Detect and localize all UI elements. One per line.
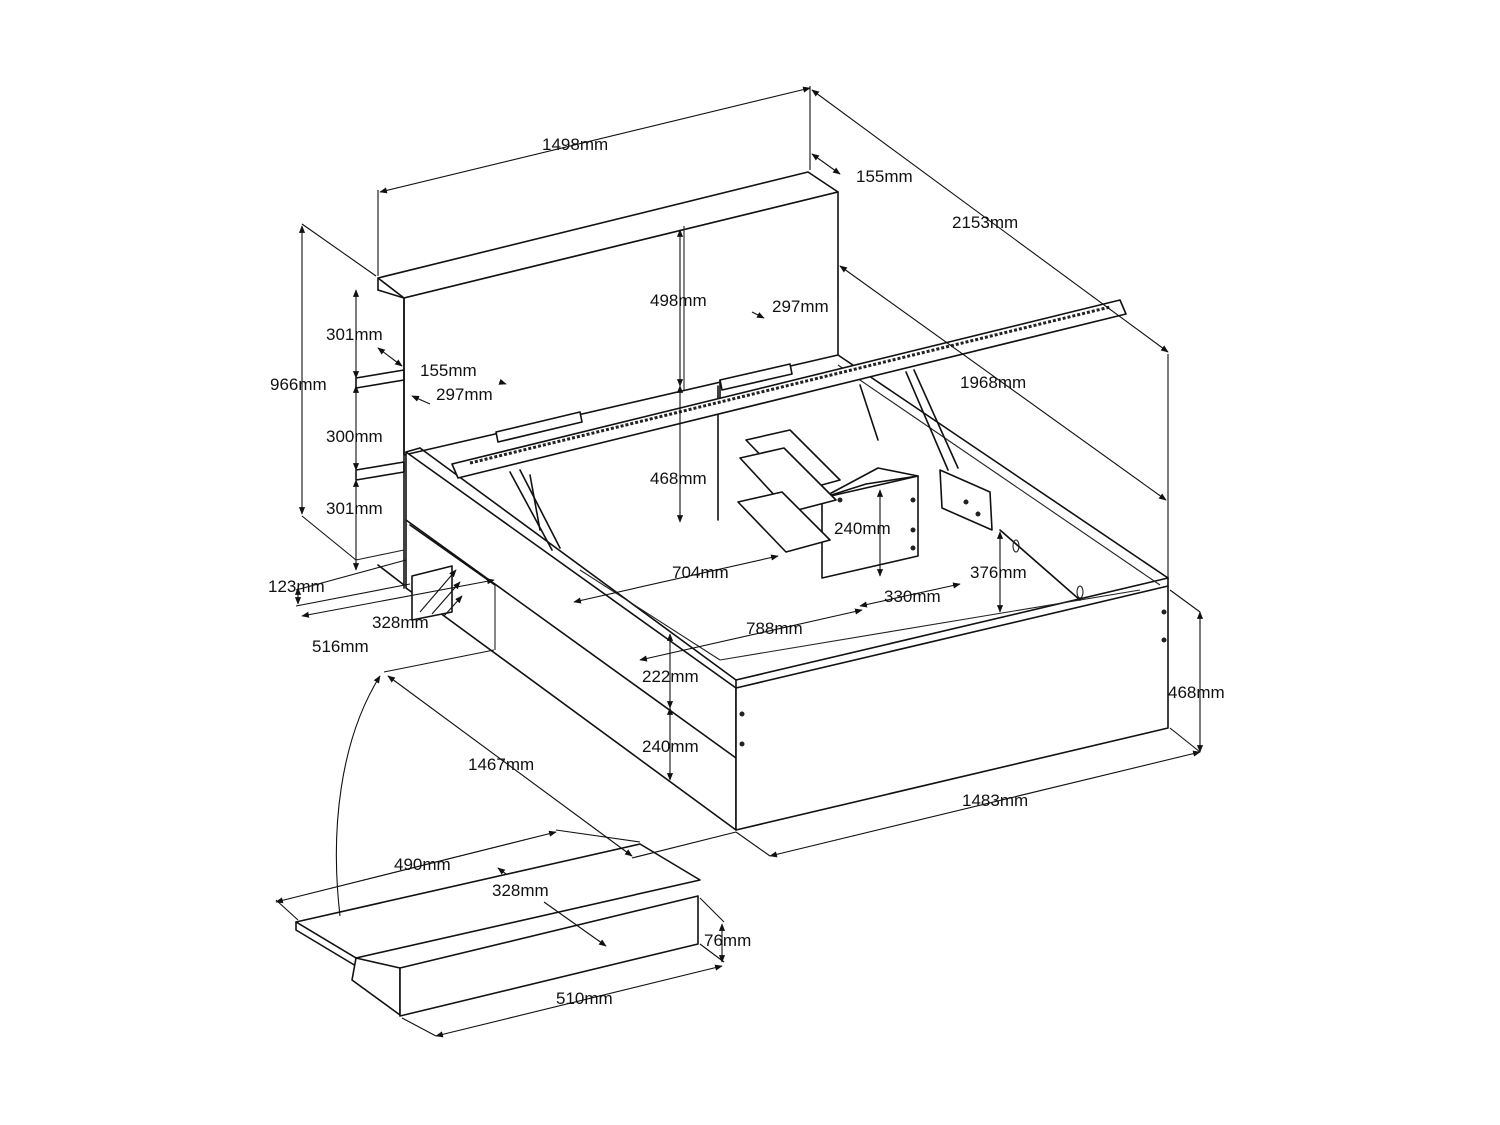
label-inner-height: 468mm bbox=[650, 469, 707, 488]
label-total-height: 966mm bbox=[270, 375, 327, 394]
label-box-height: 240mm bbox=[834, 519, 891, 538]
label-shelf-gap-top: 301mm bbox=[326, 325, 383, 344]
label-drawer-width: 510mm bbox=[556, 989, 613, 1008]
label-box-inner-height: 376mm bbox=[970, 563, 1027, 582]
label-box-width: 330mm bbox=[884, 587, 941, 606]
drawer bbox=[295, 843, 701, 1017]
label-base-width: 788mm bbox=[746, 619, 803, 638]
label-drawer-opening: 328mm bbox=[372, 613, 429, 632]
label-drawer-length: 490mm bbox=[394, 855, 451, 874]
headboard bbox=[377, 171, 839, 456]
label-side-lower-height: 240mm bbox=[642, 737, 699, 756]
label-shelf-depth-side: 297mm bbox=[436, 385, 493, 404]
dimension-lines bbox=[275, 86, 1204, 1038]
label-shelf-gap-middle: 300mm bbox=[326, 427, 383, 446]
bolt-icon bbox=[1161, 609, 1167, 615]
label-shelf-width: 155mm bbox=[420, 361, 477, 380]
label-frame-length: 1968mm bbox=[960, 373, 1026, 392]
label-foot-width: 1483mm bbox=[962, 791, 1028, 810]
label-inner-width: 704mm bbox=[672, 563, 729, 582]
footboard bbox=[735, 577, 1169, 831]
label-drawer-inner-width: 328mm bbox=[492, 881, 549, 900]
storage-box bbox=[717, 385, 919, 579]
label-headboard-width: 1498mm bbox=[542, 135, 608, 154]
label-shelf-depth-top: 297mm bbox=[772, 297, 829, 316]
label-drawer-height: 76mm bbox=[704, 931, 751, 950]
dimension-labels: 1498mm 155mm 2153mm 498mm 297mm 301mm 15… bbox=[268, 135, 1225, 1008]
label-side-length: 1467mm bbox=[468, 755, 534, 774]
bolt-icon bbox=[739, 741, 745, 747]
label-total-length: 2153mm bbox=[952, 213, 1018, 232]
label-drawer-box-length: 516mm bbox=[312, 637, 369, 656]
label-drawer-front-height: 123mm bbox=[268, 577, 325, 596]
bolt-icon bbox=[1161, 637, 1167, 643]
bolt-icon bbox=[739, 711, 745, 717]
label-headboard-depth: 155mm bbox=[856, 167, 913, 186]
side-drawer-opening bbox=[411, 565, 453, 621]
bed-structure bbox=[295, 171, 1169, 1017]
label-headboard-panel-height: 498mm bbox=[650, 291, 707, 310]
label-shelf-gap-bottom: 301mm bbox=[326, 499, 383, 518]
label-side-panel-height: 222mm bbox=[642, 667, 699, 686]
label-foot-height: 468mm bbox=[1168, 683, 1225, 702]
